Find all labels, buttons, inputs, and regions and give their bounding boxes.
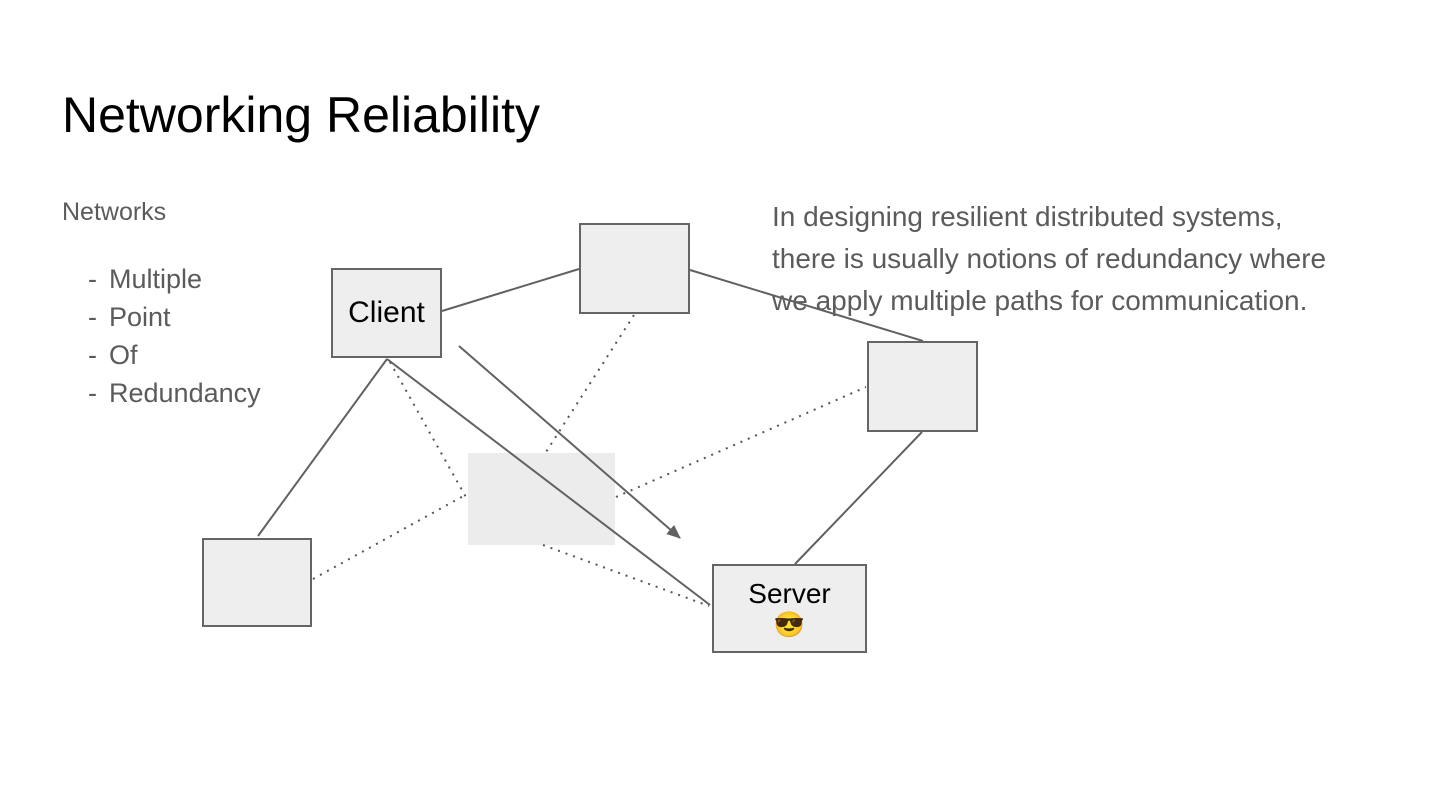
networks-list: - Multiple - Point - Of - Redundancy xyxy=(62,260,382,412)
sunglasses-emoji: 😎 xyxy=(773,610,806,639)
client-label: Client xyxy=(348,296,425,329)
server-label: Server xyxy=(748,577,831,609)
bullet-dash: - xyxy=(88,264,97,294)
edge-right-server xyxy=(794,431,923,565)
networks-heading: Networks xyxy=(62,198,167,226)
slide-title: Networking Reliability xyxy=(62,87,540,143)
list-item: - Point xyxy=(62,298,382,336)
networks-text-block: Networks - Multiple - Point - Of - Redun… xyxy=(62,198,261,408)
node-center-ghost xyxy=(468,453,615,545)
node-server: Server 😎 xyxy=(712,564,867,653)
node-right xyxy=(867,341,978,432)
list-item: - Redundancy xyxy=(62,374,382,412)
description-line: In designing resilient distributed syste… xyxy=(772,201,1283,232)
list-item: - Of xyxy=(62,336,382,374)
dotted-client-ghost xyxy=(389,361,468,500)
list-item: - Multiple xyxy=(62,260,382,298)
bullet-dash: - xyxy=(88,340,97,370)
list-item-label: Redundancy xyxy=(109,378,261,408)
description-line: we apply multiple paths for communicatio… xyxy=(772,285,1308,316)
list-item-label: Of xyxy=(109,340,138,370)
bullet-dash: - xyxy=(88,378,97,408)
edge-client-top xyxy=(441,268,580,312)
dotted-bottomleft-ghost xyxy=(312,493,468,580)
node-client: Client xyxy=(331,268,442,358)
list-item-label: Point xyxy=(109,302,171,332)
description-line: there is usually notions of redundancy w… xyxy=(772,243,1327,274)
dotted-ghost-right xyxy=(615,386,867,498)
bullet-dash: - xyxy=(88,302,97,332)
dotted-top-ghost xyxy=(545,314,635,453)
node-bottom-left xyxy=(202,538,312,627)
node-top xyxy=(579,223,690,314)
description-text-block: In designing resilient distributed syste… xyxy=(772,196,1392,322)
list-item-label: Multiple xyxy=(109,264,203,294)
dotted-ghost-server xyxy=(542,544,710,607)
